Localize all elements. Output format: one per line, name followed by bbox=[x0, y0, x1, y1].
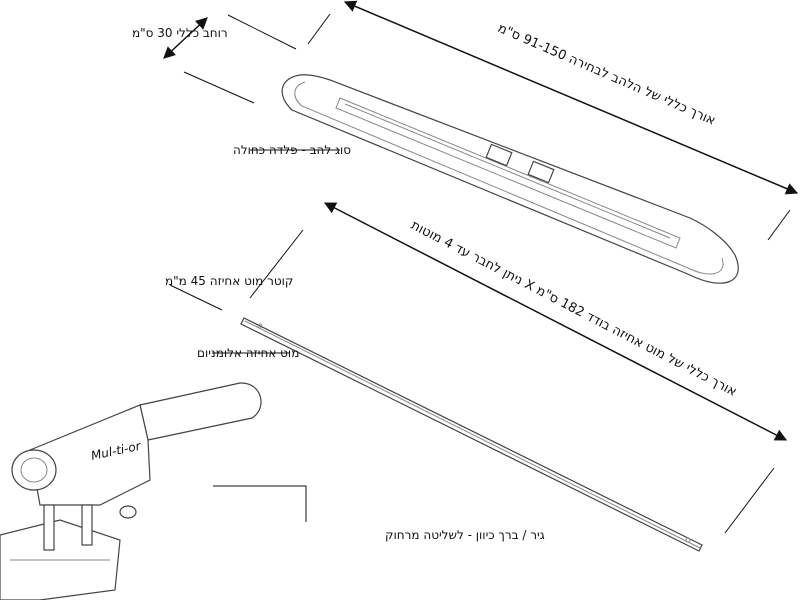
gear-label: גיר / ברך כיוון - לשליטה מרחוק bbox=[385, 528, 545, 542]
overall-width-label: רוחב כללי 30 ס"מ bbox=[132, 26, 228, 40]
overall-width-dimension bbox=[163, 14, 297, 104]
gear-leader bbox=[213, 485, 307, 522]
gear-bracket-illustration: Mul-ti-or bbox=[0, 382, 262, 600]
blade-type-label: סוג להב - פלדה כחולה bbox=[233, 143, 351, 157]
handle-pole-illustration bbox=[240, 317, 703, 552]
handle-diameter-label: קוטר מוט אחיזה 45 מ"מ bbox=[165, 274, 293, 288]
handle-diameter-leader bbox=[169, 284, 223, 311]
handle-material-label: מוט אחיזה אלומניום bbox=[197, 346, 299, 360]
handle-length-dimension bbox=[249, 202, 788, 534]
